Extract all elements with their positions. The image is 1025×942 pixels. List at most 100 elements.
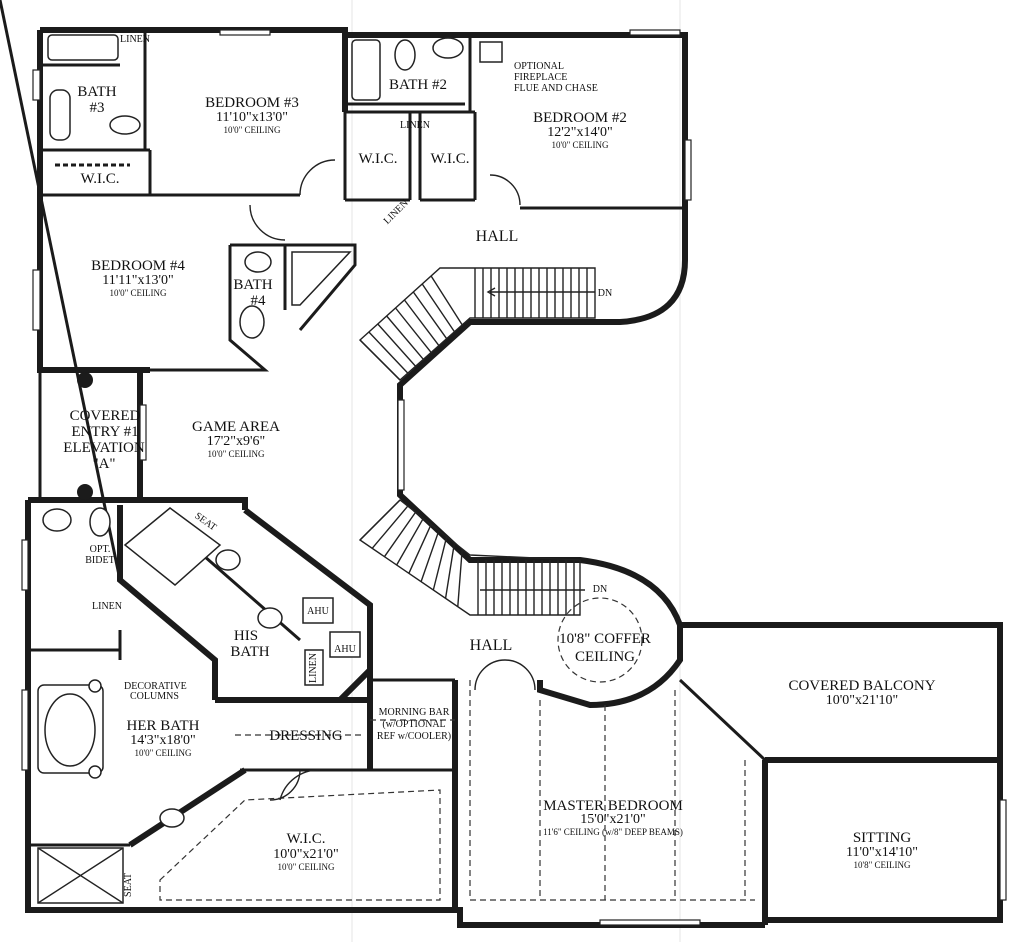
sink-icon <box>432 37 464 59</box>
fireplace-note-2: FIREPLACE <box>514 72 567 83</box>
bathtub-icon <box>351 39 381 101</box>
stair-tread <box>359 499 401 541</box>
bath2-name: BATH #2 <box>389 77 447 93</box>
bathtub-icon <box>47 34 119 61</box>
her-bath-dim: 14'3"x18'0" <box>130 733 195 748</box>
fireplace-note-3: FLUE AND CHASE <box>514 83 598 94</box>
stairs-down-label: DN <box>598 288 612 299</box>
her-bath-ceiling: 10'0" CEILING <box>134 748 192 758</box>
ahu-label: AHU <box>307 606 329 617</box>
stair-tread <box>457 548 463 607</box>
wic-label: W.I.C. <box>80 171 119 187</box>
column-icon <box>88 679 102 693</box>
morning-bar-line1: MORNING BAR <box>379 707 450 718</box>
room-labels: BATH #3 LINEN BEDROOM #3 11'10"x13'0" 10… <box>63 34 935 897</box>
coffer-ceiling-outline <box>557 597 643 683</box>
stair-tread <box>408 524 432 574</box>
vanity-sink-icon <box>49 89 71 141</box>
stair-tread <box>421 283 456 333</box>
bedroom3-ceiling: 10'0" CEILING <box>223 125 281 135</box>
shower-icon <box>123 507 222 586</box>
wic-master-ceiling: 10'0" CEILING <box>277 862 335 872</box>
his-bath-line2: BATH <box>230 644 269 660</box>
stairs-down-label: DN <box>593 584 607 595</box>
stair-tread <box>444 542 456 599</box>
covered-entry-line1: COVERED <box>70 408 141 424</box>
column-icon <box>77 372 93 388</box>
wic-master-dim: 10'0"x21'0" <box>273 847 338 862</box>
sitting-name: SITTING <box>853 830 911 846</box>
columns-note-1: DECORATIVE <box>124 681 187 692</box>
stair-tread <box>395 307 432 353</box>
door-swings <box>249 159 536 801</box>
linen-closet-icon <box>304 649 324 686</box>
game-area-dim: 17'2"x9'6" <box>207 434 265 449</box>
game-area-name: GAME AREA <box>192 419 280 435</box>
wic-label: W.I.C. <box>358 151 397 167</box>
columns-note-2: COLUMNS <box>130 691 179 702</box>
exterior-walls <box>25 27 1003 928</box>
linen-label: LINEN <box>308 653 319 683</box>
toilet-icon <box>109 115 141 135</box>
hall-label: HALL <box>476 228 519 245</box>
seat-label: SEAT <box>123 873 134 897</box>
bedroom2-ceiling: 10'0" CEILING <box>551 140 609 150</box>
stair-tread <box>420 530 440 582</box>
sink-icon <box>257 607 283 629</box>
stair-tread <box>432 536 448 591</box>
stair-tread <box>371 505 409 549</box>
stair-tread <box>412 291 448 340</box>
bath3-num: #3 <box>90 100 105 116</box>
fireplace-note-1: OPTIONAL <box>514 61 564 72</box>
game-area-ceiling: 10'0" CEILING <box>207 449 265 459</box>
ahu-unit-icon <box>302 597 334 624</box>
covered-entry-line2: ENTRY #1 <box>71 424 138 440</box>
her-bath-name: HER BATH <box>127 718 200 734</box>
stair-tread <box>396 517 424 566</box>
bath3-name: BATH <box>77 84 116 100</box>
fireplace-flue-icon <box>479 41 503 63</box>
bath4-name: BATH <box>233 277 272 293</box>
windows <box>21 29 1007 926</box>
covered-entry-line4: "A" <box>92 456 115 472</box>
bidet-label-2: BIDET <box>85 555 114 566</box>
stair-tread <box>430 275 463 326</box>
interior-walls <box>0 0 767 910</box>
sink-icon <box>244 251 272 273</box>
shower-icon <box>291 251 352 306</box>
balcony-dim: 10'0"x21'10" <box>826 693 898 708</box>
column-icon <box>88 765 102 779</box>
covered-entry-line3: ELEVATION <box>63 440 145 456</box>
bedroom3-name: BEDROOM #3 <box>205 95 299 111</box>
stair-tread <box>386 315 424 360</box>
bedroom4-name: BEDROOM #4 <box>91 258 185 274</box>
balcony-name: COVERED BALCONY <box>788 678 935 694</box>
toilet-icon <box>42 508 72 532</box>
stair-tread <box>403 299 440 346</box>
sink-icon <box>159 808 185 828</box>
linen-label: LINEN <box>120 34 150 45</box>
linen-label: LINEN <box>400 120 430 131</box>
master-bedroom-dim: 15'0"x21'0" <box>580 812 645 827</box>
oval-tub-icon <box>44 693 96 767</box>
morning-bar-line3: REF w/COOLER) <box>377 731 451 742</box>
sink-icon <box>215 549 241 571</box>
ahu-unit-icon <box>329 631 361 658</box>
bidet-icon <box>89 507 111 537</box>
coffer-label-1: 10'8" COFFER <box>559 631 651 647</box>
coffer-label-2: CEILING <box>575 649 635 665</box>
toilet-icon <box>394 39 416 71</box>
master-bedroom-name: MASTER BEDROOM <box>543 798 683 814</box>
upper-staircase <box>358 267 596 381</box>
fixtures <box>37 34 503 904</box>
bidet-label-1: OPT. <box>90 544 111 555</box>
column-icon <box>77 484 93 500</box>
bedroom2-dim: 12'2"x14'0" <box>547 125 612 140</box>
dressing-name: DRESSING <box>269 728 343 744</box>
linen-label: LINEN <box>92 601 122 612</box>
stair-tread <box>359 339 401 381</box>
sitting-ceiling: 10'8" CEILING <box>853 860 911 870</box>
bedroom2-name: BEDROOM #2 <box>533 110 627 126</box>
